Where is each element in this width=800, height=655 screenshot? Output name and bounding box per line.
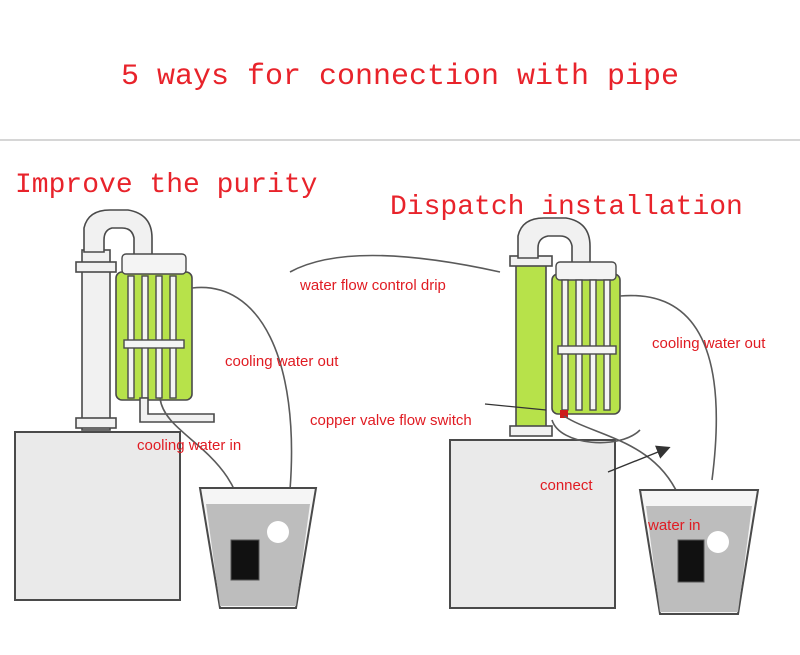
right-column-flange-bottom: [509, 425, 553, 437]
left-condenser-band: [123, 339, 185, 349]
right-label-valve: copper valve flow switch: [310, 412, 472, 429]
drip-arrow: [484, 403, 547, 411]
valve-icon: [560, 410, 568, 418]
right-bubble-icon: [707, 531, 729, 553]
right-condenser-tube-3: [589, 279, 597, 411]
right-hose-connect: [551, 419, 641, 444]
right-elbow-pipe: [517, 217, 591, 267]
right-condenser-tube-1: [561, 279, 569, 411]
right-condenser-cap: [555, 261, 617, 281]
page-title: 5 ways for connection with pipe: [121, 60, 679, 94]
right-hose-drip: [289, 254, 501, 273]
left-label-cooling-in: cooling water in: [137, 437, 241, 454]
left-distiller-box: [14, 431, 181, 601]
left-label-cooling-out: cooling water out: [225, 353, 339, 370]
right-label-water-in: water in: [647, 517, 701, 534]
right-label-drip: water flow control drip: [299, 277, 446, 294]
left-condenser-tube-4: [169, 275, 177, 399]
left-spout: [139, 397, 215, 423]
right-condenser-band: [557, 345, 617, 355]
right-condenser-tube-4: [603, 279, 611, 411]
left-column-pipe: [81, 249, 111, 431]
left-panel: Improve the purity cooling water out coo…: [14, 170, 339, 609]
right-condenser-tube-2: [575, 279, 583, 411]
arrow-icon: [607, 445, 671, 473]
left-hose-out: [191, 286, 293, 491]
left-condenser-cap: [121, 253, 187, 275]
right-distiller-box: [449, 439, 616, 609]
right-panel: Dispatch installation water: [289, 192, 766, 615]
right-pump-icon: [677, 539, 705, 583]
pump-icon: [230, 539, 260, 581]
left-heading: Improve the purity: [15, 170, 317, 201]
right-label-connect: connect: [540, 477, 593, 494]
bubble-icon: [267, 521, 289, 543]
left-condenser-tube-3: [155, 275, 163, 399]
left-condenser-tube-1: [127, 275, 135, 399]
left-column-flange-bottom: [75, 417, 117, 429]
right-column-pipe: [515, 261, 547, 433]
right-hose-out: [619, 294, 718, 481]
left-condenser-tube-2: [141, 275, 149, 399]
right-label-cooling-out: cooling water out: [652, 335, 766, 352]
left-column-flange-top: [75, 261, 117, 273]
